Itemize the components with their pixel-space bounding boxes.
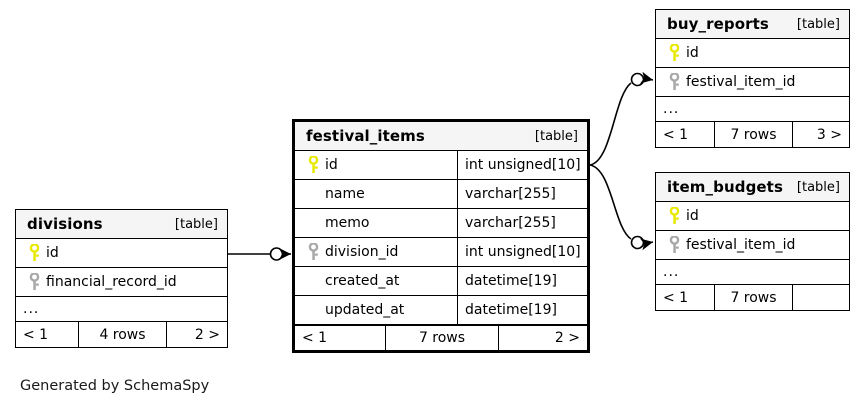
column-name-cell: id [656, 39, 849, 67]
prev-page-button[interactable]: < 1 [663, 126, 689, 143]
column-name-cell: memo [295, 209, 457, 237]
table-item-budgets[interactable]: item_budgets [table] id [655, 172, 850, 311]
table-buy-reports[interactable]: buy_reports [table] id [655, 9, 850, 148]
column-type: varchar[255] [457, 180, 587, 208]
next-page-button[interactable]: 2 > [166, 322, 227, 347]
table-row[interactable]: id [16, 239, 227, 268]
key-icon-foreign [24, 273, 44, 291]
table-row[interactable]: id [656, 202, 849, 231]
column-name-cell: id [656, 202, 849, 230]
column-name: id [686, 208, 699, 224]
table-festival-items[interactable]: festival_items [table] id int unsigned[1… [292, 119, 590, 353]
generated-by-caption: Generated by SchemaSpy [20, 378, 210, 394]
table-title: festival_items [306, 127, 425, 145]
table-row[interactable]: updated_at datetime[19] [295, 296, 587, 325]
column-name: festival_item_id [686, 74, 796, 90]
prev-page-button[interactable]: < 1 [663, 289, 689, 306]
table-header: divisions [table] [16, 210, 227, 239]
more-columns-indicator: ... [656, 260, 849, 285]
table-row[interactable]: name varchar[255] [295, 180, 587, 209]
column-name-cell: id [16, 239, 227, 267]
column-name: id [46, 245, 59, 261]
more-columns-indicator: ... [656, 97, 849, 122]
column-name: created_at [325, 273, 400, 289]
next-page-button[interactable] [792, 285, 849, 310]
column-name: name [325, 186, 365, 202]
column-name-cell: festival_item_id [656, 231, 849, 259]
column-name-cell: updated_at [295, 296, 457, 324]
edge-divisions-to-festival-items [228, 247, 291, 261]
row-count: 7 rows [714, 285, 792, 310]
table-footer: < 1 4 rows 2 > [16, 322, 227, 347]
column-type: int unsigned[10] [457, 151, 587, 179]
more-columns-indicator: ... [16, 297, 227, 322]
next-page-button[interactable]: 2 > [498, 326, 587, 350]
key-icon-foreign [303, 243, 323, 261]
table-title: item_budgets [667, 178, 783, 196]
column-name-cell: division_id [295, 238, 457, 266]
column-name-cell: financial_record_id [16, 268, 227, 296]
prev-page-button[interactable]: < 1 [302, 330, 328, 346]
table-type-tag: [table] [796, 179, 840, 195]
prev-page-button[interactable]: < 1 [23, 326, 49, 343]
table-footer: < 1 7 rows [656, 285, 849, 310]
key-icon-primary [664, 207, 684, 225]
row-count: 7 rows [385, 326, 498, 350]
key-icon-foreign [664, 73, 684, 91]
column-name: id [325, 157, 338, 173]
column-name: memo [325, 215, 370, 231]
column-type: datetime[19] [457, 267, 587, 295]
table-row[interactable]: financial_record_id [16, 268, 227, 297]
row-count: 4 rows [78, 322, 166, 347]
table-row[interactable]: id [656, 39, 849, 68]
edge-festival-items-to-buy-reports [589, 71, 654, 166]
row-count: 7 rows [714, 122, 792, 147]
key-icon-primary [303, 156, 323, 174]
table-footer: < 1 7 rows 3 > [656, 122, 849, 147]
table-row[interactable]: id int unsigned[10] [295, 151, 587, 180]
table-title: buy_reports [667, 15, 769, 33]
column-name: division_id [325, 244, 399, 260]
column-name: financial_record_id [46, 274, 177, 290]
table-row[interactable]: festival_item_id [656, 231, 849, 260]
table-header: item_budgets [table] [656, 173, 849, 202]
table-type-tag: [table] [796, 16, 840, 32]
table-row[interactable]: festival_item_id [656, 68, 849, 97]
table-row[interactable]: memo varchar[255] [295, 209, 587, 238]
column-type: int unsigned[10] [457, 238, 587, 266]
column-name-cell: festival_item_id [656, 68, 849, 96]
key-icon-primary [24, 244, 44, 262]
table-row[interactable]: created_at datetime[19] [295, 267, 587, 296]
column-name: updated_at [325, 302, 405, 318]
edge-festival-items-to-item-budgets [589, 164, 654, 251]
table-type-tag: [table] [534, 128, 578, 144]
column-type: varchar[255] [457, 209, 587, 237]
table-footer: < 1 7 rows 2 > [295, 325, 587, 350]
column-name-cell: id [295, 151, 457, 179]
next-page-button[interactable]: 3 > [792, 122, 849, 147]
key-icon-foreign [664, 236, 684, 254]
key-icon-primary [664, 44, 684, 62]
column-name: festival_item_id [686, 237, 796, 253]
table-divisions[interactable]: divisions [table] id [15, 209, 228, 348]
table-title: divisions [27, 215, 103, 233]
table-header: buy_reports [table] [656, 10, 849, 39]
column-name-cell: name [295, 180, 457, 208]
table-row[interactable]: division_id int unsigned[10] [295, 238, 587, 267]
column-name: id [686, 45, 699, 61]
table-header: festival_items [table] [295, 122, 587, 151]
column-name-cell: created_at [295, 267, 457, 295]
column-type: datetime[19] [457, 296, 587, 324]
table-type-tag: [table] [174, 216, 218, 232]
